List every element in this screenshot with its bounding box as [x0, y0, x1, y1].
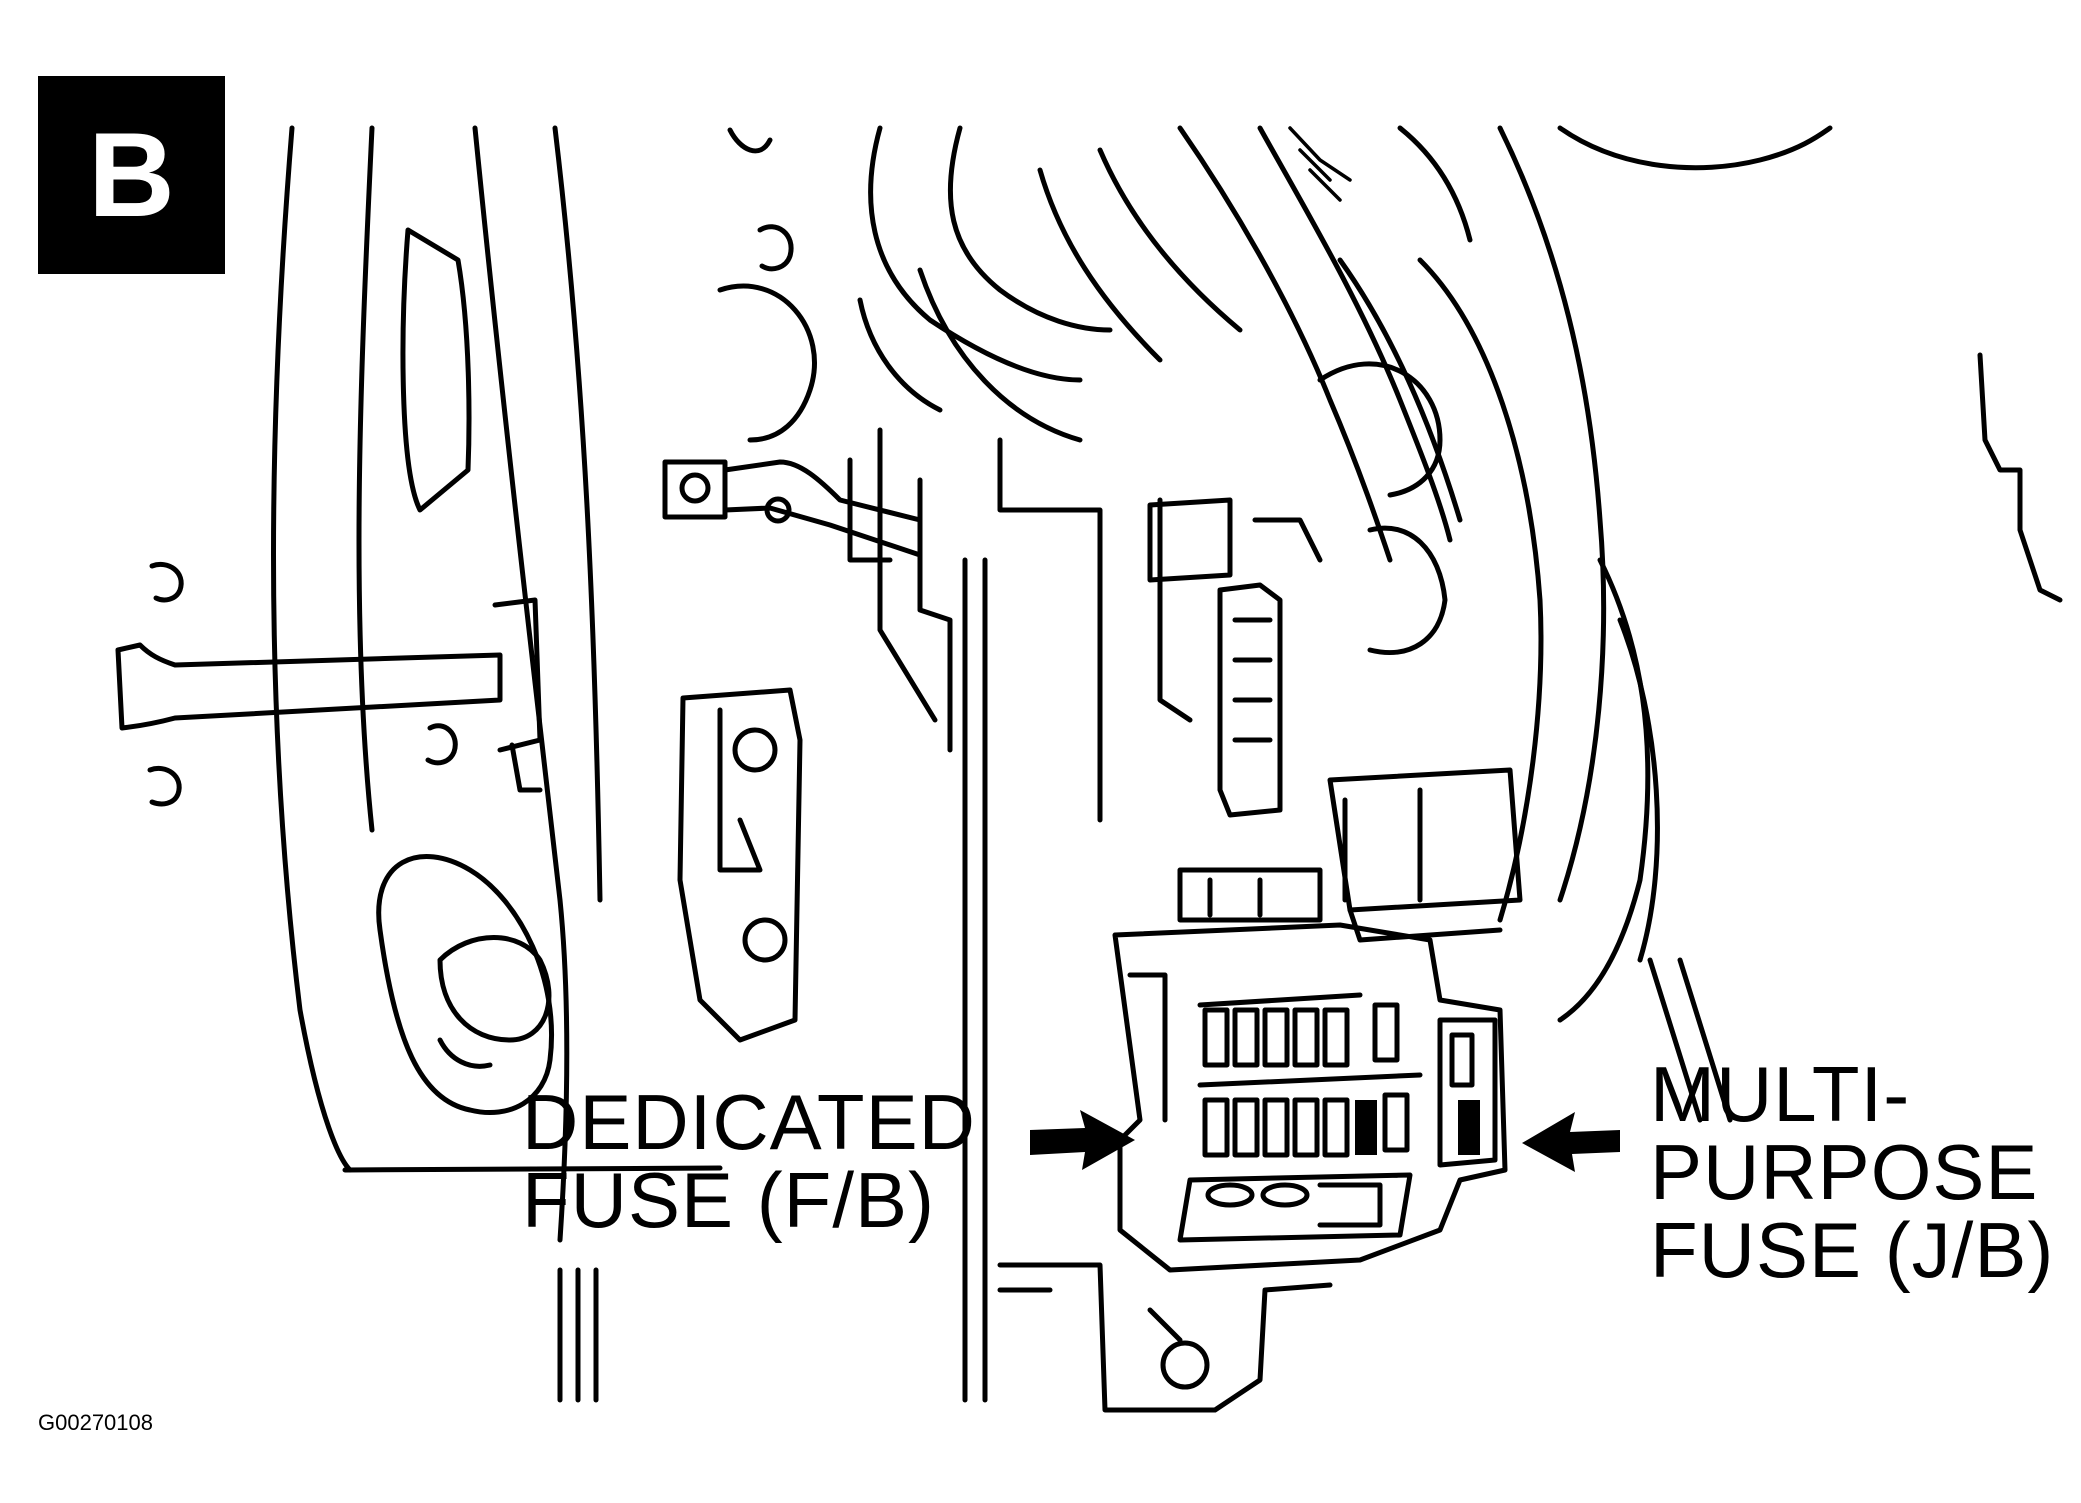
fuse-box: [1112, 922, 1508, 1273]
fuse-row-upper: [1197, 992, 1400, 1068]
panel-letter-badge: B: [38, 76, 225, 274]
arrow-right-icon: [1030, 1110, 1135, 1170]
body-pillar: [271, 125, 723, 1403]
dedicated-fuse-label: DEDICATED FUSE (F/B): [522, 1083, 976, 1239]
clip-symbols: [147, 127, 794, 807]
multi-purpose-fuse-label-line1: MULTI-: [1650, 1050, 1911, 1138]
dedicated-fuse-label-line1: DEDICATED: [522, 1078, 976, 1166]
multi-purpose-fuse-label: MULTI- PURPOSE FUSE (J/B): [1650, 1055, 2054, 1289]
grommet: [376, 854, 554, 1116]
fuse-row-lower: [1202, 1092, 1410, 1158]
multi-purpose-fuse-label-line2: PURPOSE: [1650, 1128, 2039, 1216]
dedicated-fuse-label-line2: FUSE (F/B): [522, 1156, 935, 1244]
lower-bracket: [997, 1262, 1333, 1413]
upper-connector: [1147, 497, 1448, 818]
upper-housings: [717, 125, 2063, 603]
arrow-left-icon: [1522, 1112, 1620, 1172]
center-column: [847, 427, 1193, 1403]
multi-purpose-fuse-label-line3: FUSE (J/B): [1650, 1206, 2055, 1294]
bracket-rod: [115, 597, 543, 793]
panel-letter: B: [88, 108, 175, 242]
relay-bracket: [677, 687, 803, 1043]
wire-harness: [857, 125, 1733, 1123]
relay-module: [1177, 767, 1523, 943]
figure-id: G00270108: [38, 1410, 153, 1435]
ground-terminal: [662, 459, 923, 558]
